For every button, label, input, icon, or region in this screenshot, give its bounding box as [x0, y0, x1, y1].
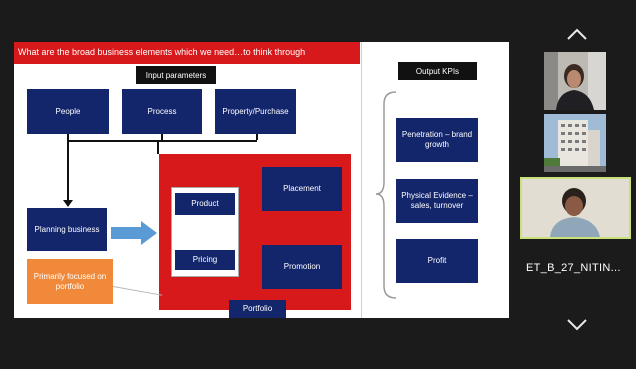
bracket-icon [375, 91, 397, 299]
property-purchase-box: Property/Purchase [215, 89, 296, 134]
planning-business-box: Planning business [27, 208, 107, 251]
product-box: Product [175, 193, 235, 215]
output-kpis-label: Output KPIs [398, 62, 477, 80]
connector-line [157, 142, 159, 154]
participant-video [522, 179, 629, 237]
primarily-focused-box: Primarily focused on portfolio [27, 259, 113, 304]
slide-title-bar: What are the broad business elements whi… [14, 42, 360, 64]
kpi-physical-evidence-box: Physical Evidence – sales, turnover [396, 179, 478, 223]
shared-slide: What are the broad business elements whi… [14, 42, 509, 318]
connector-line [161, 134, 163, 140]
connector-line [112, 286, 163, 296]
process-box: Process [122, 89, 202, 134]
slide-divider [361, 42, 362, 318]
kpi-penetration-box: Penetration – brand growth [396, 118, 478, 162]
chevron-up-icon[interactable] [565, 26, 589, 42]
participant-tile[interactable] [544, 114, 606, 172]
participant-video [544, 114, 606, 172]
connector-line [67, 134, 69, 140]
right-arrow-icon [111, 221, 157, 245]
portfolio-box: Portfolio [229, 300, 286, 318]
promotion-box: Promotion [262, 245, 342, 289]
connector-line [67, 142, 69, 202]
active-participant-name: ET_B_27_NITIN... [526, 262, 621, 274]
chevron-down-icon[interactable] [565, 316, 589, 332]
active-speaker-tile[interactable] [520, 177, 631, 239]
connector-line [67, 140, 257, 142]
people-box: People [27, 89, 109, 134]
connector-line [256, 134, 258, 140]
placement-box: Placement [262, 167, 342, 211]
arrow-down-icon [63, 200, 73, 207]
pricing-box: Pricing [175, 250, 235, 270]
slide-title: What are the broad business elements whi… [18, 47, 306, 57]
input-parameters-label: Input parameters [136, 66, 216, 84]
participant-video [544, 52, 606, 110]
kpi-profit-box: Profit [396, 239, 478, 283]
participant-tile[interactable] [544, 52, 606, 110]
